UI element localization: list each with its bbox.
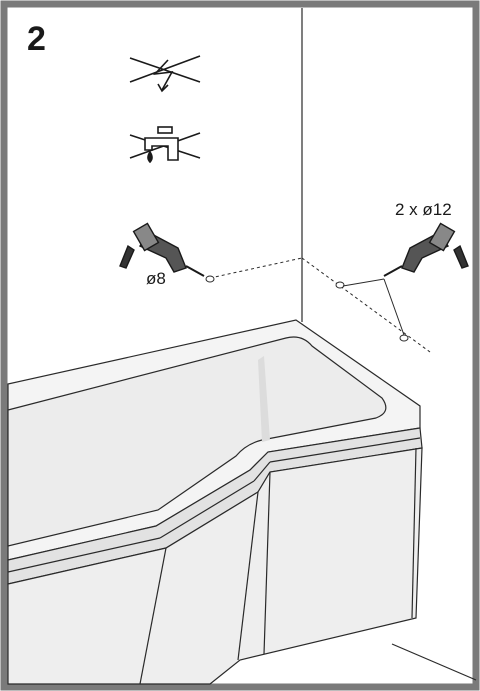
tub-basin [7, 336, 387, 547]
drill-icon [119, 222, 205, 277]
step-number: 2 [27, 20, 46, 58]
wall-corner [301, 8, 477, 681]
hole-right-upper [335, 281, 345, 289]
tub-front-panel [7, 447, 423, 685]
hole-left [205, 275, 215, 283]
drill-guide-lines [209, 257, 431, 353]
hole-right-lower [399, 334, 409, 342]
leader-lines [342, 278, 405, 336]
bathtub [7, 319, 423, 685]
no-water-pipe-icon [129, 126, 201, 164]
no-electric-cable-icon [129, 55, 201, 93]
drill-size-label-left: ø8 [146, 269, 166, 288]
drill-size-label-right: 2 x ø12 [395, 200, 452, 219]
drill-icon [383, 222, 469, 277]
drill-holes [205, 275, 409, 342]
